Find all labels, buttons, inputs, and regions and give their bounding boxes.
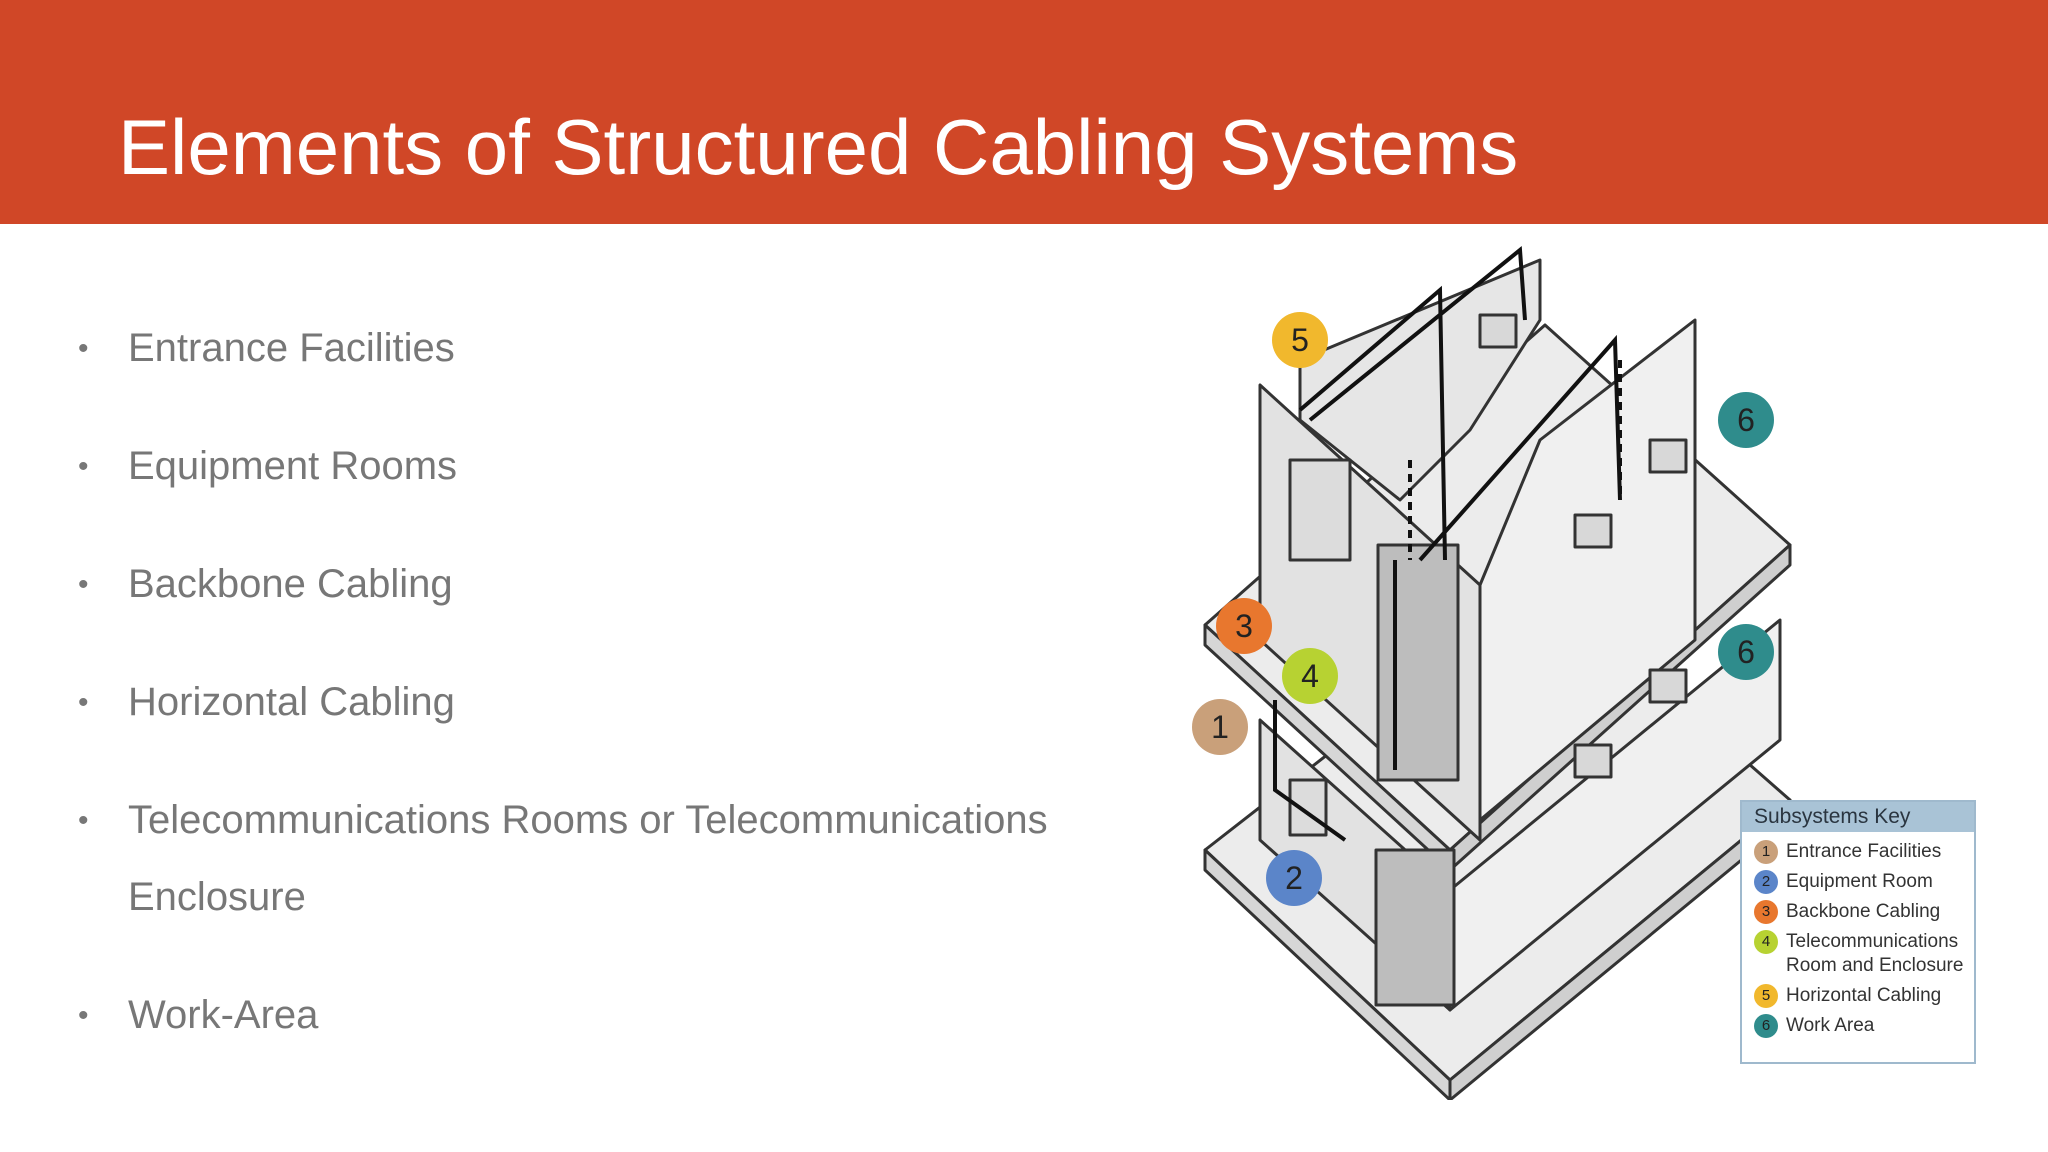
entrance-panel <box>1288 778 1328 837</box>
computer-icon <box>1573 513 1613 549</box>
badge-6 <box>1718 624 1774 680</box>
bullet-dot: • <box>78 999 89 1032</box>
cabling-lines <box>1273 246 1622 842</box>
badge-2: 2 <box>1754 870 1778 894</box>
computer-icon <box>1478 313 1518 349</box>
badge-label: 6 <box>1737 634 1755 670</box>
badge-2 <box>1266 850 1322 906</box>
key-item: 1 Entrance Facilities <box>1754 840 1974 864</box>
bullet-item: • Telecommunications Rooms or Telecommuni… <box>78 782 1138 936</box>
badge-label: 2 <box>1285 860 1303 896</box>
computer-icon <box>1648 438 1688 474</box>
computer-icon <box>1648 668 1688 704</box>
badge-5: 5 <box>1754 984 1778 1008</box>
bullet-text: Work-Area <box>128 993 319 1037</box>
badge-label: 3 <box>1235 608 1253 644</box>
badge-label: 6 <box>1737 402 1755 438</box>
key-title: Subsystems Key <box>1742 802 1974 832</box>
badge-3: 3 <box>1754 900 1778 924</box>
bullet-dot: • <box>78 450 89 483</box>
bullet-text: Backbone Cabling <box>128 562 453 606</box>
bullet-item: • Equipment Rooms <box>78 428 1138 505</box>
bullet-dot: • <box>78 686 89 719</box>
subsystems-key: Subsystems Key 1 Entrance Facilities 2 Equ… <box>1740 800 1976 1064</box>
bullet-dot: • <box>78 332 89 365</box>
badge-4: 4 <box>1754 930 1778 954</box>
key-item: 2 Equipment Room <box>1754 870 1974 894</box>
equipment-rack <box>1374 848 1456 1007</box>
bullet-item: • Horizontal Cabling <box>78 664 1138 741</box>
badge-6 <box>1718 392 1774 448</box>
badge-6: 6 <box>1754 1014 1778 1038</box>
badge-4 <box>1282 648 1338 704</box>
key-label: Horizontal Cabling <box>1786 985 1942 1006</box>
badge-label: 4 <box>1301 658 1319 694</box>
badge-3 <box>1216 598 1272 654</box>
key-label: Equipment Room <box>1786 871 1933 892</box>
wall-panel <box>1288 458 1352 562</box>
bullet-dot: • <box>78 804 89 837</box>
badge-1 <box>1192 699 1248 755</box>
key-label: Telecommunications Room and Enclosure <box>1786 931 1964 976</box>
bullet-dot: • <box>78 568 89 601</box>
building-cabling-diagram: 5 6 3 4 6 1 2 <box>1190 240 2010 1100</box>
badge-1: 1 <box>1754 840 1778 864</box>
bullet-item: • Work-Area <box>78 977 1138 1054</box>
slide-title: Elements of Structured Cabling Systems <box>118 103 1519 191</box>
bullet-list: • Entrance Facilities • Equipment Rooms • B… <box>78 310 1138 1095</box>
bullet-text: Equipment Rooms <box>128 444 458 488</box>
bullet-text: Entrance Facilities <box>128 326 455 370</box>
bullet-item: • Backbone Cabling <box>78 546 1138 623</box>
badge-5 <box>1272 312 1328 368</box>
key-label: Entrance Facilities <box>1786 841 1942 862</box>
key-item: 6 Work Area <box>1754 1014 1974 1038</box>
computer-icon <box>1573 743 1613 779</box>
key-label: Backbone Cabling <box>1786 901 1941 922</box>
badge-label: 1 <box>1211 709 1229 745</box>
upper-back-wall <box>1478 318 1697 822</box>
key-list: 1 Entrance Facilities 2 Equipment Room 3 Ba… <box>1742 840 1974 1038</box>
bullet-text: Horizontal Cabling <box>128 680 455 724</box>
telecom-rack <box>1376 543 1460 782</box>
bullet-text: Telecommunications Rooms or Telecommunic… <box>128 798 1048 919</box>
building-illustration: 5 6 3 4 6 1 2 <box>1192 246 1792 1100</box>
key-item: 3 Backbone Cabling <box>1754 900 1974 924</box>
badge-label: 5 <box>1291 322 1309 358</box>
key-item: 4 Telecommunications Room and Enclosure <box>1754 930 1974 978</box>
bullet-item: • Entrance Facilities <box>78 310 1138 387</box>
title-bar: Elements of Structured Cabling Systems <box>0 0 2048 224</box>
key-label: Work Area <box>1786 1015 1875 1036</box>
key-item: 5 Horizontal Cabling <box>1754 984 1974 1008</box>
